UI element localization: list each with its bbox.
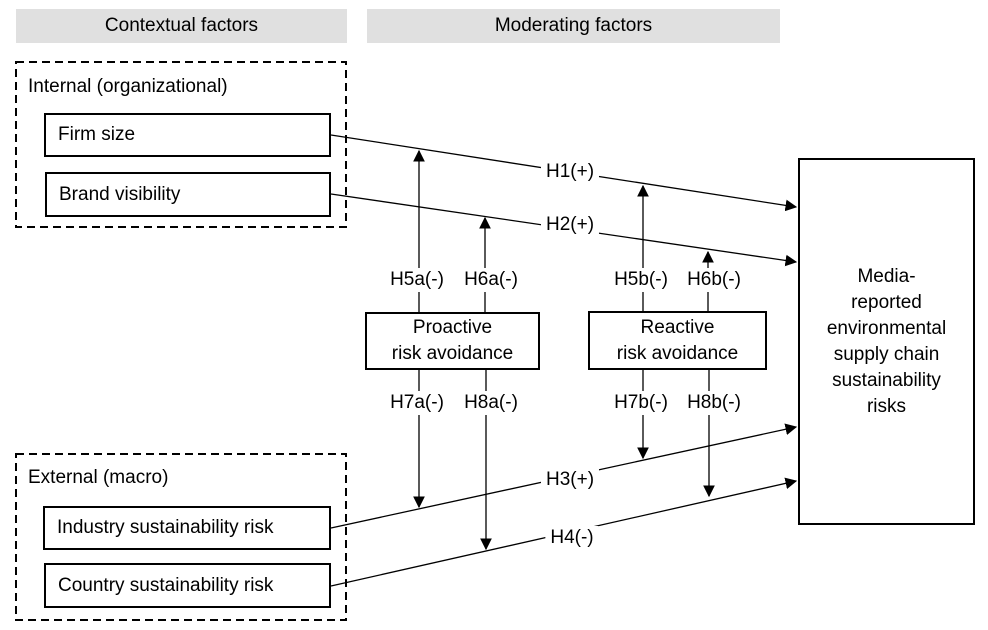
moderating-factors-header: Moderating factors — [367, 9, 780, 43]
h7a-label: H7a(-) — [385, 391, 449, 415]
external-group-label: External (macro) — [28, 467, 173, 489]
proactive-risk-avoidance-box: Proactive risk avoidance — [365, 312, 540, 370]
brand-visibility-box: Brand visibility — [45, 172, 331, 217]
internal-group-label: Internal (organizational) — [28, 76, 232, 98]
h2-label: H2(+) — [540, 213, 600, 237]
contextual-factors-header: Contextual factors — [16, 9, 347, 43]
h1-label: H1(+) — [540, 160, 600, 184]
outcome-box: Media- reported environmental supply cha… — [798, 158, 975, 525]
h8a-label: H8a(-) — [459, 391, 523, 415]
h6a-label: H6a(-) — [459, 268, 523, 292]
industry-sustainability-risk-box: Industry sustainability risk — [43, 506, 331, 550]
h5b-label: H5b(-) — [609, 268, 673, 292]
firm-size-box: Firm size — [44, 113, 331, 157]
h8b-label: H8b(-) — [682, 391, 746, 415]
h4-label: H4(-) — [545, 526, 599, 550]
h3-label: H3(+) — [540, 468, 600, 492]
h6b-label: H6b(-) — [682, 268, 746, 292]
h7b-label: H7b(-) — [609, 391, 673, 415]
reactive-risk-avoidance-box: Reactive risk avoidance — [588, 311, 767, 370]
country-sustainability-risk-box: Country sustainability risk — [44, 563, 331, 608]
h5a-label: H5a(-) — [385, 268, 449, 292]
